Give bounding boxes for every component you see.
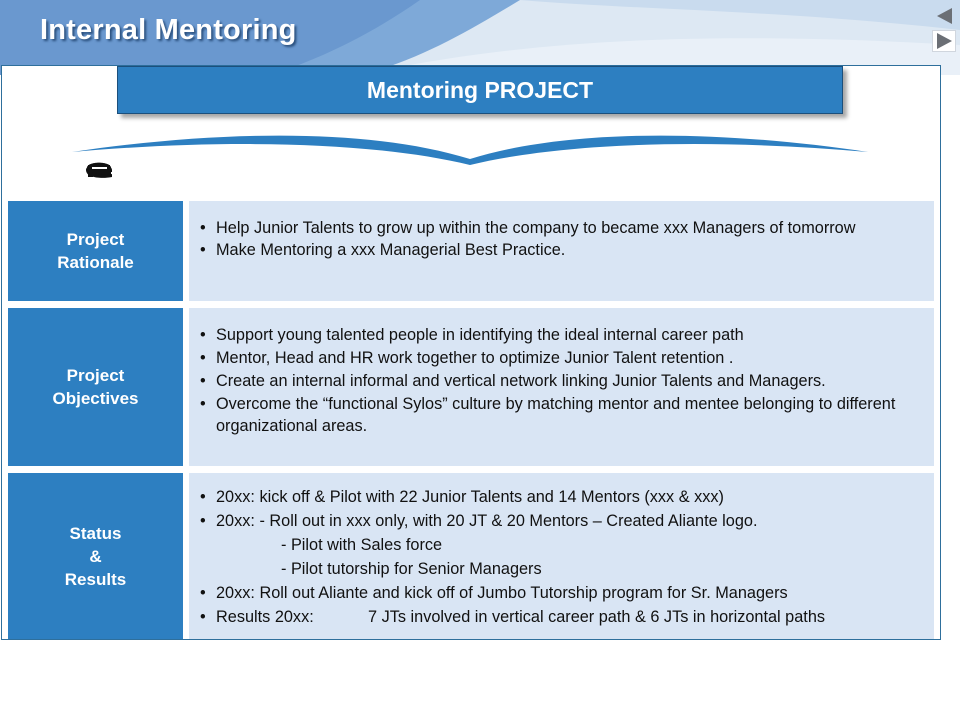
row-label-line: Status — [69, 523, 122, 543]
sub-item: - Pilot with Sales force — [281, 536, 443, 554]
row-label-line: Project — [66, 230, 125, 249]
sub-item: - Pilot tutorship for Senior Managers — [281, 560, 542, 578]
page-title: Internal Mentoring — [40, 14, 297, 46]
bullet-item: Make Mentoring a xxx Managerial Best Pra… — [199, 239, 924, 261]
bullet-item: Support young talented people in identif… — [199, 324, 924, 346]
row-label-status-results: Status & Results — [8, 473, 183, 639]
row-label-line: Objectives — [52, 389, 139, 408]
aliante-wing-graphic — [72, 135, 868, 165]
row-body-project-rationale: Help Junior Talents to grow up within th… — [189, 201, 934, 301]
bullet-item: Overcome the “functional Sylos” culture … — [199, 393, 924, 437]
previous-slide-button[interactable] — [932, 5, 956, 27]
bullet-item: Help Junior Talents to grow up within th… — [199, 217, 924, 239]
bullet-item: 20xx: Roll out Aliante and kick off of J… — [199, 581, 924, 605]
row-label-line: Results — [64, 569, 127, 589]
bullet-item: Create an internal informal and vertical… — [199, 370, 924, 392]
logo-letter-e — [86, 164, 112, 178]
banner-title: Mentoring PROJECT — [117, 66, 843, 114]
row-label-line: Project — [66, 366, 125, 385]
row-label-line: & — [89, 546, 102, 566]
triangle-left-icon — [937, 8, 952, 24]
row-label-line: Rationale — [57, 253, 134, 272]
row-body-status-results: 20xx: kick off & Pilot with 22 Junior Ta… — [189, 473, 934, 639]
bullet-item: 20xx: - Roll out in xxx only, with 20 JT… — [199, 509, 924, 533]
bullet-item: Mentor, Head and HR work together to opt… — [199, 347, 924, 369]
triangle-right-icon — [937, 33, 952, 49]
slide-navigation — [932, 5, 958, 53]
next-slide-button[interactable] — [932, 30, 956, 52]
aliante-logo-wordmark — [84, 155, 864, 181]
aliante-logo — [70, 125, 870, 185]
bullet-item: 20xx: kick off & Pilot with 22 Junior Ta… — [199, 485, 924, 509]
row-body-project-objectives: Support young talented people in identif… — [189, 308, 934, 466]
row-label-project-objectives: Project Objectives — [8, 308, 183, 466]
row-label-project-rationale: Project Rationale — [8, 201, 183, 301]
bullet-item: Results 20xx: 7 JTs involved in vertical… — [199, 605, 924, 629]
header-band — [0, 0, 960, 75]
header-background-graphic — [0, 0, 960, 75]
